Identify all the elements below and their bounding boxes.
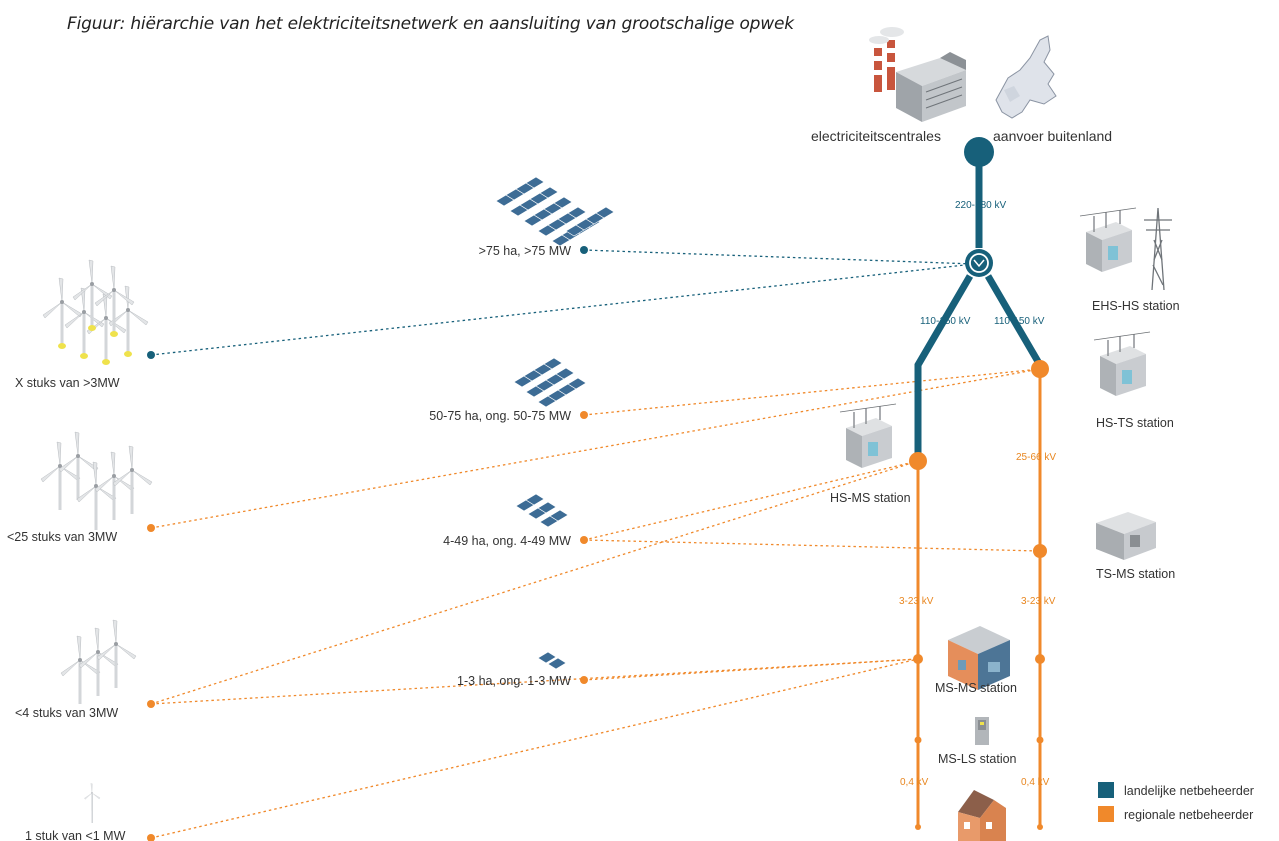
node-ms-ls-left [914,736,922,744]
node-ms-ms-left [913,654,923,664]
connection-wind-x [150,263,975,356]
connection-solar-1-3 [583,658,919,681]
hs-ts-station-icon [1093,331,1151,397]
voltage-ms-right: 3-23 kV [1021,596,1056,607]
node-hs-ts [1031,360,1049,378]
node-top [964,137,994,167]
connection-wind-4-b [150,658,919,705]
label-power-plants: electriciteitscentrales [811,128,941,144]
ts-ms-station-icon [1096,512,1156,560]
label-wind-4: <4 stuks van 3MW [15,706,118,720]
wind-park-x-icon [43,260,148,365]
legend-label-regional: regionale netbeheerder [1124,808,1253,822]
voltage-ls-left: 0,4 kV [900,777,929,788]
figure-caption: Figuur: hiërarchie van het elektriciteit… [67,14,794,34]
connection-wind-25 [150,368,1041,529]
node-ms-ls-right [1036,736,1044,744]
label-ts-ms-station: TS-MS station [1096,567,1175,581]
label-ms-ls-station: MS-LS station [938,752,1017,766]
node-hs-ms [909,452,927,470]
connection-solar-4-49-a [583,539,1041,552]
label-hs-ms-station: HS-MS station [830,491,911,505]
legend-label-national: landelijke netbeheerder [1124,784,1254,798]
solar-park-75-icon [496,177,614,246]
ehs-hs-station-icon [1079,207,1172,291]
solar-park-4-49-icon [515,493,569,528]
connection-solar-4-49-b [583,460,919,541]
grid-nodes [909,137,1049,830]
label-ms-ms-station: MS-MS station [935,681,1017,695]
label-solar-4-49: 4-49 ha, ong. 4-49 MW [443,534,571,548]
hs-ms-station-icon [839,403,897,469]
wind-park-4-icon [60,619,137,705]
voltage-ls-right: 0,4 kV [1021,777,1050,788]
connection-wind-4-a [150,460,919,705]
voltage-ehs: 220-380 kV [955,200,1006,211]
label-solar-75: >75 ha, >75 MW [479,244,572,258]
label-import: aanvoer buitenland [993,128,1112,144]
ms-ls-station-icon [975,717,989,745]
label-ehs-hs-station: EHS-HS station [1092,299,1180,313]
connection-solar-50-75 [583,368,1041,416]
house-icon [958,790,1006,841]
voltage-ts: 25-66 kV [1016,452,1056,463]
europe-map-icon [995,35,1057,119]
connection-solar-75 [583,249,975,265]
ms-ms-station-icon [948,626,1010,690]
connection-lines [150,249,1041,839]
legend: landelijke netbeheerder regionale netbeh… [1098,782,1254,822]
connection-wind-1 [150,658,919,839]
voltage-ms-left: 3-23 kV [899,596,934,607]
wind-turbine-single-icon [84,783,101,823]
wind-park-25-icon [40,431,153,531]
label-wind-25: <25 stuks van 3MW [7,530,117,544]
label-wind-1: 1 stuk van <1 MW [25,829,126,841]
node-ts-ms [1033,544,1047,558]
label-solar-1-3: 1-3 ha, ong. 1-3 MW [457,674,571,688]
legend-swatch-national [1098,782,1114,798]
grid-lines [914,158,1044,827]
solar-park-1-3-icon [537,651,567,670]
voltage-hs-right: 110-150 kV [994,316,1045,327]
source-dots [147,246,588,841]
label-wind-x: X stuks van >3MW [15,376,120,390]
voltage-hs-left: 110-150 kV [920,316,971,327]
power-plant-icon [869,27,966,122]
legend-swatch-regional [1098,806,1114,822]
solar-park-50-75-icon [514,358,586,407]
node-ms-ms-right [1035,654,1045,664]
label-hs-ts-station: HS-TS station [1096,416,1174,430]
label-solar-50-75: 50-75 ha, ong. 50-75 MW [429,409,571,423]
